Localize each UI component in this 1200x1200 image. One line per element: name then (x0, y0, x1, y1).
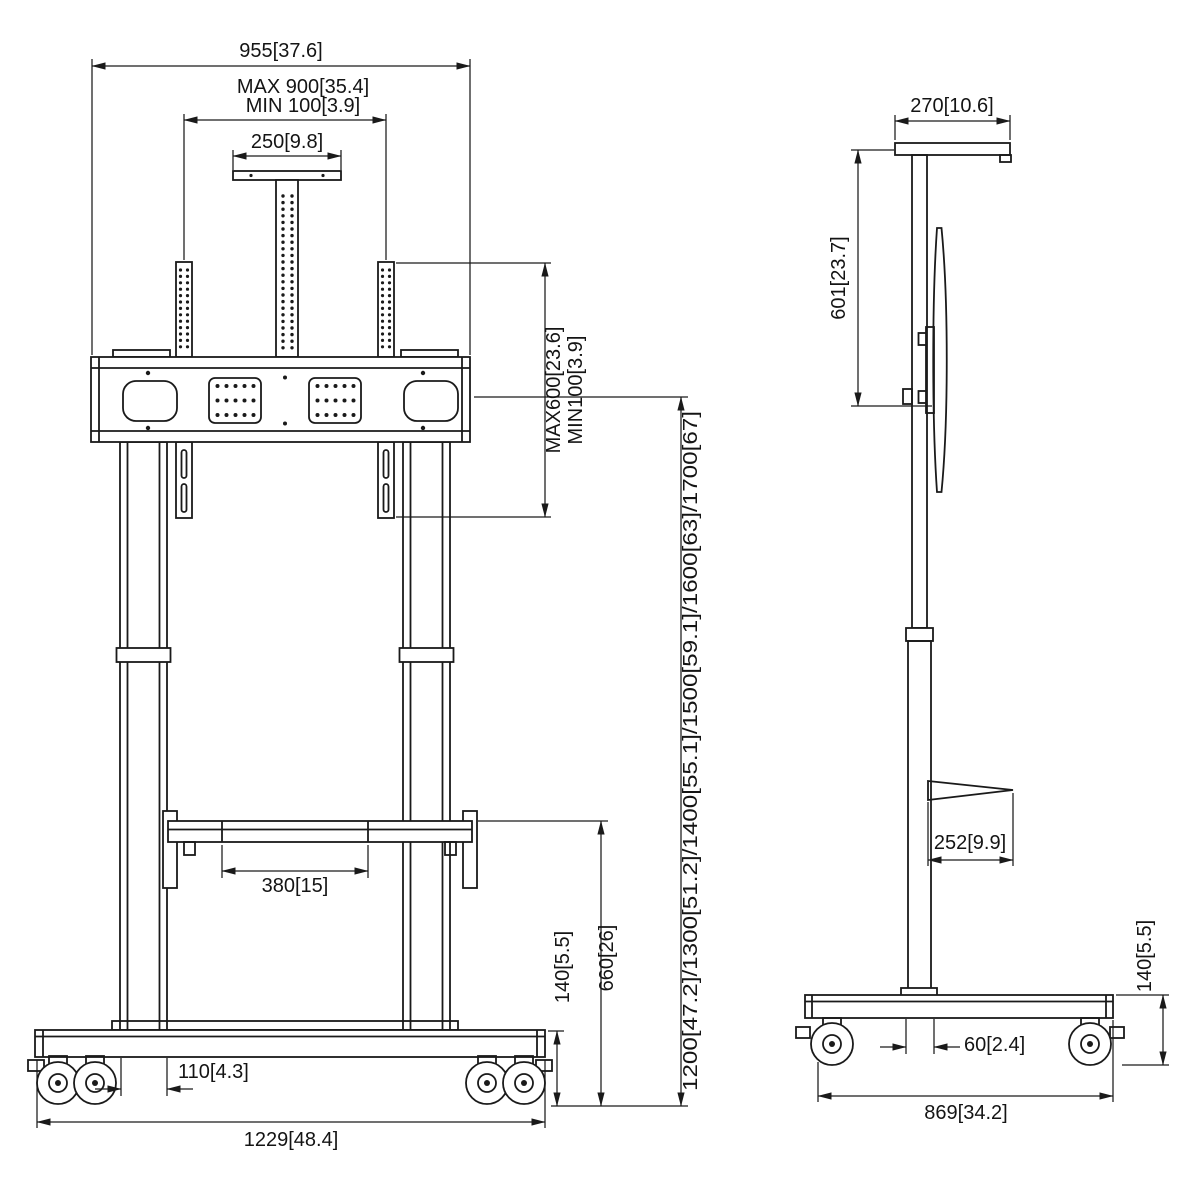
dim-base-depth-label: 869[34.2] (924, 1102, 1007, 1124)
side-view (795, 142, 1125, 1066)
dim-shelf-height-label: 660[26] (596, 925, 618, 992)
dim-shelf-clear-width-label: 380[15] (262, 875, 329, 897)
dim-vesa-height-min-label: MIN100[3.9] (565, 336, 587, 445)
casters-front (27, 1055, 553, 1105)
camera-shelf (232, 170, 342, 358)
dim-base-width-label: 1229[48.4] (244, 1129, 339, 1151)
rail-left-holes (178, 268, 190, 349)
center-strip-holes (281, 194, 294, 350)
dim-column-depth-label: 60[2.4] (964, 1034, 1025, 1056)
dimension-labels: 955[37.6] MAX 900[35.4] MIN 100[3.9] 250… (178, 40, 1156, 1151)
dim-vesa-width-min-label: MIN 100[3.9] (246, 95, 361, 117)
crossbar (90, 356, 471, 443)
front-view (27, 170, 553, 1105)
column-left (112, 349, 172, 1032)
dim-base-thickness-side-label: 140[5.5] (1134, 920, 1156, 992)
dimension-lines-side (817, 115, 1169, 1102)
middle-shelf (162, 810, 478, 889)
dim-top-shelf-width-label: 250[9.8] (251, 131, 323, 153)
dim-base-thickness-front-label: 140[5.5] (552, 931, 574, 1003)
camera-shelf-side (894, 142, 1012, 163)
dim-vesa-width-max-label: MAX 900[35.4] (237, 76, 369, 98)
column-side (900, 154, 938, 997)
dim-top-shelf-depth-label: 270[10.6] (910, 95, 993, 117)
dim-overall-width-label: 955[37.6] (239, 40, 322, 62)
base-front (34, 1020, 546, 1058)
display-panel-side (917, 227, 948, 493)
rail-right-holes (380, 268, 392, 349)
column-right (398, 349, 459, 1032)
dim-vesa-height-max-label: MAX600[23.6] (543, 327, 565, 454)
dim-shelf-depth-label: 252[9.9] (934, 832, 1006, 854)
dim-height-options-label: 1200[47.2]/1300[51.2]/1400[55.1]/1500[59… (680, 411, 702, 1091)
crossbar-plate-left-holes (215, 384, 256, 417)
crossbar-plate-right-holes (315, 384, 356, 417)
dim-screen-center-drop-label: 601[23.7] (828, 236, 850, 319)
shelf-bracket-side (927, 779, 1014, 802)
base-side (804, 994, 1114, 1019)
dimension-lines-front (36, 59, 688, 1128)
dim-column-width-label: 110[4.3] (178, 1061, 249, 1083)
casters-side (795, 1017, 1125, 1066)
